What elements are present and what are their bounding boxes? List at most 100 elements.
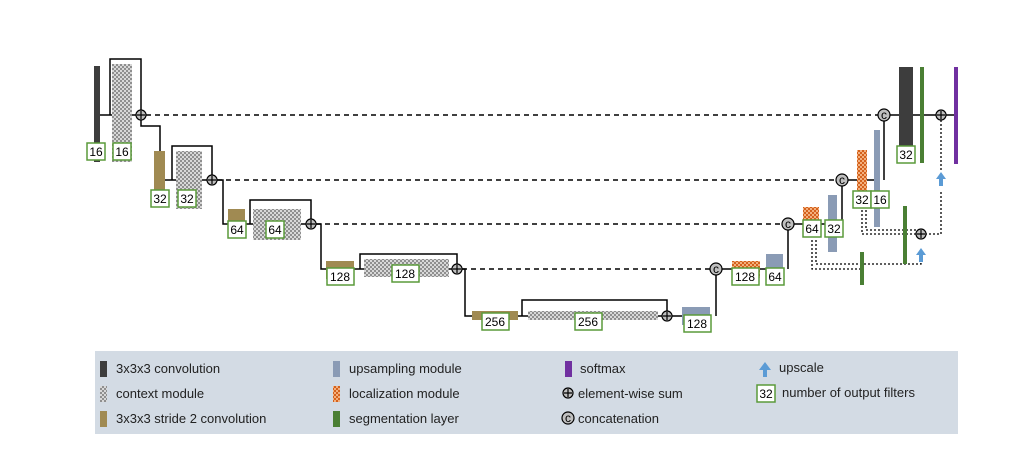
svg-text:128: 128 xyxy=(735,270,755,284)
legend-background xyxy=(95,351,958,434)
concat-icon: c xyxy=(781,217,795,231)
svg-text:128: 128 xyxy=(687,317,707,331)
svg-text:32: 32 xyxy=(855,193,869,207)
svg-text:c: c xyxy=(565,411,571,425)
legend-item-concat: c concatenation xyxy=(561,411,659,426)
concat-icon: c xyxy=(561,411,575,425)
legend-item-segmentation: segmentation layer xyxy=(333,411,460,427)
softmax-block xyxy=(954,67,958,164)
svg-text:c: c xyxy=(839,173,845,187)
svg-text:32: 32 xyxy=(827,222,841,236)
svg-text:256: 256 xyxy=(578,315,598,329)
svg-text:32: 32 xyxy=(180,192,194,206)
decoder-level-0 xyxy=(899,67,958,164)
conv-block xyxy=(899,67,913,163)
svg-text:32: 32 xyxy=(759,387,773,401)
legend-item-stride: 3x3x3 stride 2 convolution xyxy=(100,411,266,427)
decoder-level-1 xyxy=(857,130,907,264)
filter-label: 128 xyxy=(731,267,760,286)
legend-item-conv: 3x3x3 convolution xyxy=(100,361,220,377)
svg-text:element-wise sum: element-wise sum xyxy=(578,386,683,401)
filter-label: 256 xyxy=(481,312,510,331)
svg-text:upscale: upscale xyxy=(779,360,824,375)
filter-label: 32 xyxy=(896,145,916,164)
svg-text:3x3x3 stride 2 convolution: 3x3x3 stride 2 convolution xyxy=(116,411,266,426)
upsampling-block xyxy=(874,130,880,227)
filter-label: 16 xyxy=(870,190,890,209)
svg-text:16: 16 xyxy=(89,145,103,159)
filter-label: 128 xyxy=(326,267,355,286)
concat-icon: c xyxy=(835,173,849,187)
filter-label: 32 xyxy=(150,189,170,208)
concat-nodes: c c c c xyxy=(709,108,891,276)
connections xyxy=(97,58,955,317)
svg-text:context module: context module xyxy=(116,386,204,401)
filter-label: 64 xyxy=(265,220,285,239)
legend-item-softmax: softmax xyxy=(565,361,626,377)
context-module-block xyxy=(112,64,132,162)
upscale-icon xyxy=(759,362,771,377)
legend: 3x3x3 convolution context module 3x3x3 s… xyxy=(95,351,958,434)
localization-block xyxy=(857,150,867,206)
conv-block xyxy=(94,66,100,162)
sum-icon xyxy=(206,174,218,186)
filter-label: 32 xyxy=(852,190,872,209)
sum-icon xyxy=(661,310,673,322)
filter-label: 256 xyxy=(574,312,603,331)
skip-connections xyxy=(146,114,878,270)
sum-icon xyxy=(562,387,574,399)
svg-text:256: 256 xyxy=(485,315,505,329)
svg-text:number of output filters: number of output filters xyxy=(782,385,915,400)
svg-text:c: c xyxy=(785,217,791,231)
filter-label: 32 xyxy=(824,219,844,238)
stride-conv-block xyxy=(154,151,165,201)
svg-text:32: 32 xyxy=(153,192,167,206)
svg-text:64: 64 xyxy=(268,223,282,237)
encoder-level-0 xyxy=(94,64,132,162)
upscale-icon xyxy=(916,248,926,262)
filter-label: 16 xyxy=(112,142,132,161)
svg-text:upsampling module: upsampling module xyxy=(349,361,462,376)
sum-icon xyxy=(135,109,147,121)
legend-item-filters: 32 number of output filters xyxy=(756,384,915,403)
svg-text:16: 16 xyxy=(115,145,129,159)
svg-text:64: 64 xyxy=(805,222,819,236)
legend-item-sum: element-wise sum xyxy=(562,386,683,401)
svg-text:128: 128 xyxy=(330,270,350,284)
svg-text:c: c xyxy=(713,262,719,276)
concat-icon: c xyxy=(709,262,723,276)
svg-text:128: 128 xyxy=(395,267,415,281)
filter-label: 64 xyxy=(802,219,822,238)
concat-icon: c xyxy=(877,108,891,122)
svg-text:3x3x3 convolution: 3x3x3 convolution xyxy=(116,361,220,376)
sum-icon xyxy=(935,109,947,121)
legend-item-localization: localization module xyxy=(333,386,460,402)
sum-nodes xyxy=(135,109,947,322)
svg-text:concatenation: concatenation xyxy=(578,411,659,426)
svg-text:localization module: localization module xyxy=(349,386,460,401)
filter-label: 32 xyxy=(177,189,197,208)
legend-item-context: context module xyxy=(100,386,204,402)
sum-icon xyxy=(915,228,927,240)
filter-label: 128 xyxy=(683,314,712,333)
svg-text:64: 64 xyxy=(768,270,782,284)
filter-label: 16 xyxy=(86,142,106,161)
svg-text:32: 32 xyxy=(899,148,913,162)
svg-text:16: 16 xyxy=(873,193,887,207)
legend-item-upsampling: upsampling module xyxy=(333,361,462,377)
svg-text:c: c xyxy=(881,108,887,122)
filter-label: 64 xyxy=(765,267,785,286)
segmentation-block xyxy=(903,206,907,264)
segmentation-block xyxy=(860,252,864,285)
legend-item-upscale: upscale xyxy=(759,360,824,377)
filter-label: 64 xyxy=(227,220,247,239)
upscale-arrows xyxy=(916,172,946,262)
svg-text:segmentation layer: segmentation layer xyxy=(349,411,460,426)
segmentation-block xyxy=(920,67,924,163)
svg-text:64: 64 xyxy=(230,223,244,237)
sum-icon xyxy=(305,218,317,230)
sum-icon xyxy=(451,263,463,275)
svg-text:softmax: softmax xyxy=(580,361,626,376)
filter-labels: 16 16 32 32 64 64 128 128 256 256 128 12… xyxy=(86,142,916,333)
